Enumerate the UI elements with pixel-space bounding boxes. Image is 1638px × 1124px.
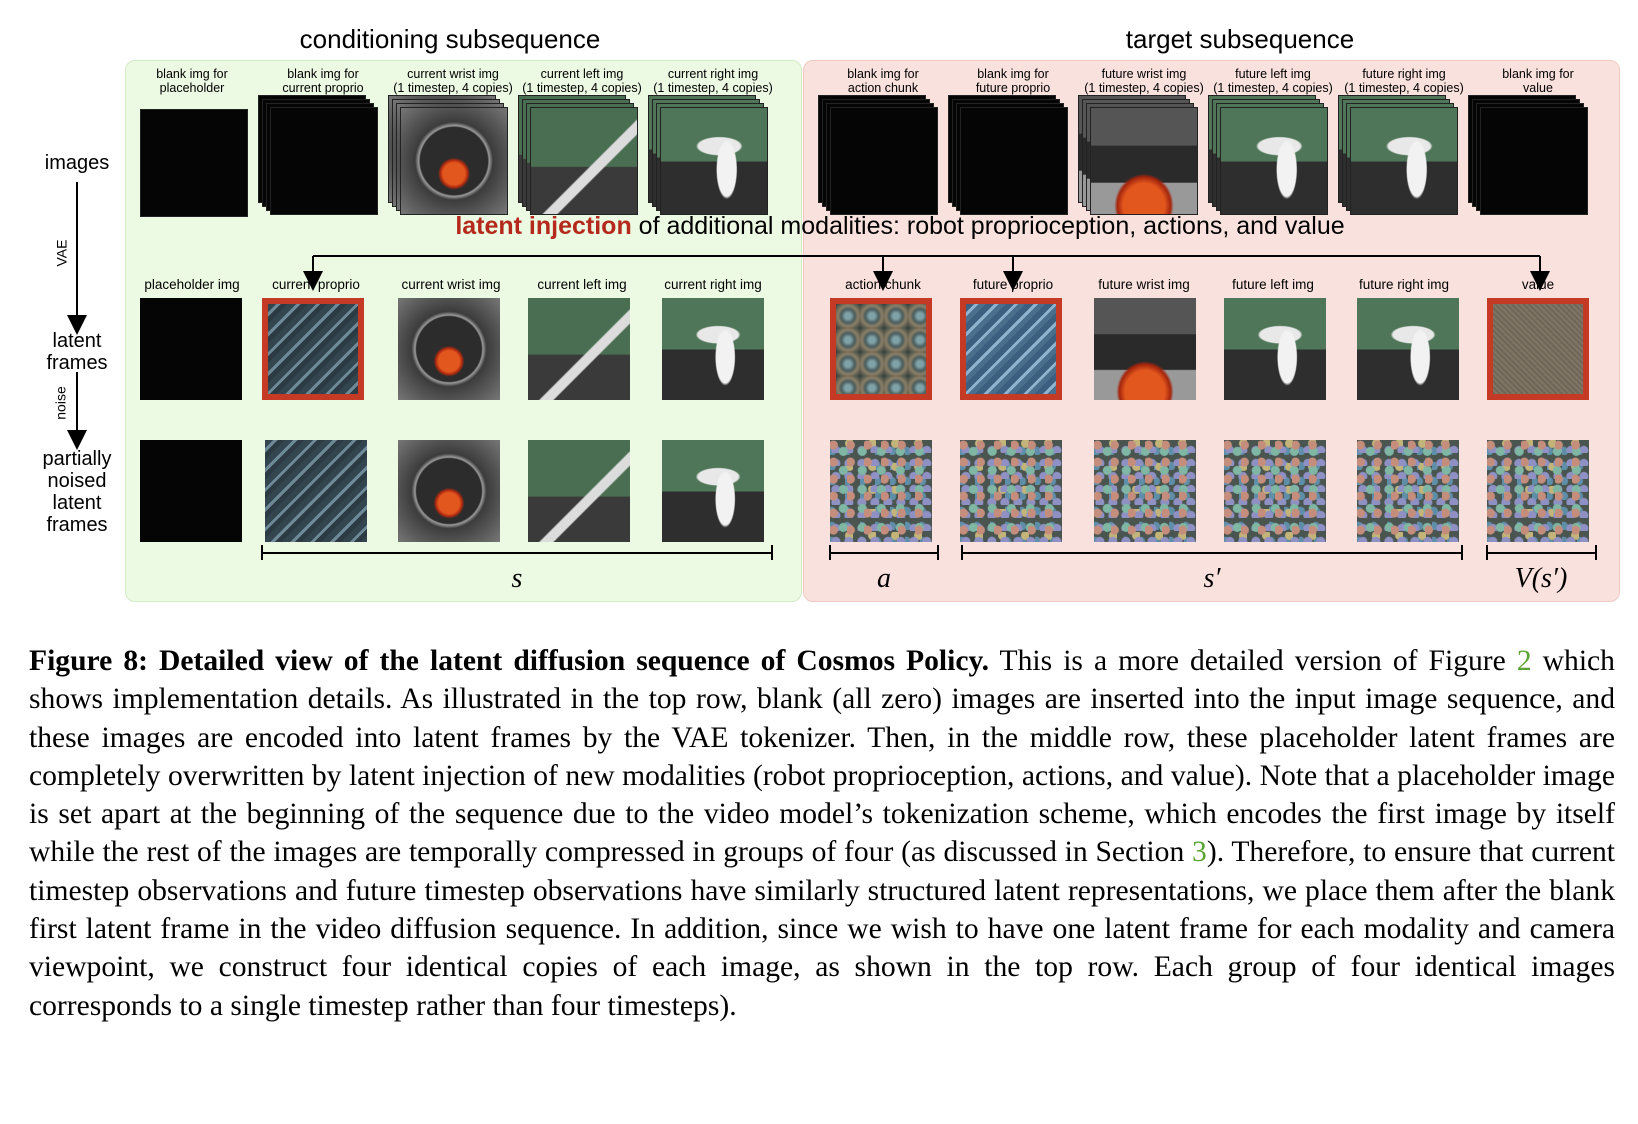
brace-label-value: V(s′) <box>1514 563 1568 594</box>
caption-current-wrist: current wrist img (1 timestep, 4 copies) <box>393 67 513 95</box>
image-stack-current-wrist <box>388 95 508 215</box>
figure-caption: Figure 8: Detailed view of the latent di… <box>29 642 1615 1025</box>
latent-caption-placeholder: placeholder img <box>144 277 240 292</box>
latent-caption-current-right: current right img <box>664 277 762 292</box>
image-stack-future-wrist <box>1078 95 1198 215</box>
image-stack-current-right <box>648 95 768 215</box>
caption-current-left: current left img (1 timestep, 4 copies) <box>522 67 642 95</box>
latent-frame-future-right <box>1357 298 1459 400</box>
latent-caption-current-proprio: current proprio <box>272 277 360 292</box>
caption-blank-future-proprio: blank img for future proprio <box>975 67 1051 95</box>
image-stack-blank-proprio <box>258 95 378 215</box>
image-stack-blank-action <box>818 95 938 215</box>
figure-label: Figure 8: Detailed view of the latent di… <box>29 645 990 677</box>
latent-frame-future-left <box>1224 298 1326 400</box>
image-stack-blank-value <box>1468 95 1588 215</box>
latent-injection-label: latent injection of additional modalitie… <box>300 212 1500 241</box>
image-stack-future-right <box>1338 95 1458 215</box>
noised-frame-current-wrist <box>398 440 500 542</box>
image-stack-future-left <box>1208 95 1328 215</box>
caption-text-2: which shows implementation details. As i… <box>29 645 1615 869</box>
caption-current-right: current right img (1 timestep, 4 copies) <box>653 67 773 95</box>
caption-blank-value: blank img for value <box>1502 67 1574 95</box>
noised-frame-future-right <box>1357 440 1459 542</box>
diagram-arrows <box>67 182 1597 560</box>
latent-frame-placeholder <box>140 298 242 400</box>
caption-blank-action-chunk: blank img for action chunk <box>847 67 919 95</box>
image-blank-placeholder <box>140 105 260 225</box>
noised-frame-future-wrist <box>1094 440 1196 542</box>
latent-frame-future-wrist <box>1094 298 1196 400</box>
row-label-partially-noised: partially noised latent frames <box>42 448 112 536</box>
noised-frame-current-left <box>528 440 630 542</box>
caption-future-left: future left img (1 timestep, 4 copies) <box>1213 67 1333 95</box>
latent-caption-action-chunk: action chunk <box>845 277 921 292</box>
noised-frame-placeholder <box>140 440 242 542</box>
latent-frame-action-chunk <box>830 298 932 400</box>
latent-frame-current-wrist <box>398 298 500 400</box>
latent-caption-future-proprio: future proprio <box>972 277 1054 292</box>
caption-future-right: future right img (1 timestep, 4 copies) <box>1344 67 1464 95</box>
image-stack-current-left <box>518 95 638 215</box>
section-reference-link[interactable]: 3 <box>1192 836 1207 869</box>
caption-blank-placeholder: blank img for placeholder <box>156 67 228 95</box>
latent-caption-current-left: current left img <box>537 277 627 292</box>
noised-frame-current-proprio <box>265 440 367 542</box>
caption-future-wrist: future wrist img (1 timestep, 4 copies) <box>1084 67 1204 95</box>
latent-caption-future-right: future right img <box>1358 277 1450 292</box>
latent-injection-highlight: latent injection <box>455 212 632 240</box>
brace-label-s: s <box>511 563 523 594</box>
noised-frame-future-proprio <box>960 440 1062 542</box>
caption-text-1: This is a more detailed version of Figur… <box>989 645 1517 677</box>
brace-label-a: a <box>877 563 891 594</box>
caption-text-3: ). Therefore, to ensure that current tim… <box>29 836 1615 1022</box>
latent-frame-current-right <box>662 298 764 400</box>
noised-frame-value <box>1487 440 1589 542</box>
latent-caption-future-left: future left img <box>1232 277 1314 292</box>
latent-injection-rest: of additional modalities: robot proprioc… <box>631 212 1345 240</box>
latent-frame-future-proprio <box>960 298 1062 400</box>
latent-caption-current-wrist: current wrist img <box>401 277 501 292</box>
target-title: target subsequence <box>1125 24 1355 54</box>
latent-frame-current-proprio <box>262 298 364 400</box>
conditioning-title: conditioning subsequence <box>299 24 601 54</box>
image-stack-blank-future-proprio <box>948 95 1068 215</box>
latent-caption-future-wrist: future wrist img <box>1098 277 1190 292</box>
latent-frame-current-left <box>528 298 630 400</box>
figure-reference-link[interactable]: 2 <box>1516 645 1532 677</box>
row-label-images: images <box>44 152 110 174</box>
brace-label-s-prime: s′ <box>1203 563 1221 594</box>
noised-frame-future-left <box>1224 440 1326 542</box>
row-label-latent-frames: latent frames <box>46 330 108 374</box>
latent-frame-value <box>1487 298 1589 400</box>
caption-blank-current-proprio: blank img for current proprio <box>282 67 364 95</box>
latent-caption-value: value <box>1521 277 1555 292</box>
noised-frame-action-chunk <box>830 440 932 542</box>
noised-frame-current-right <box>662 440 764 542</box>
